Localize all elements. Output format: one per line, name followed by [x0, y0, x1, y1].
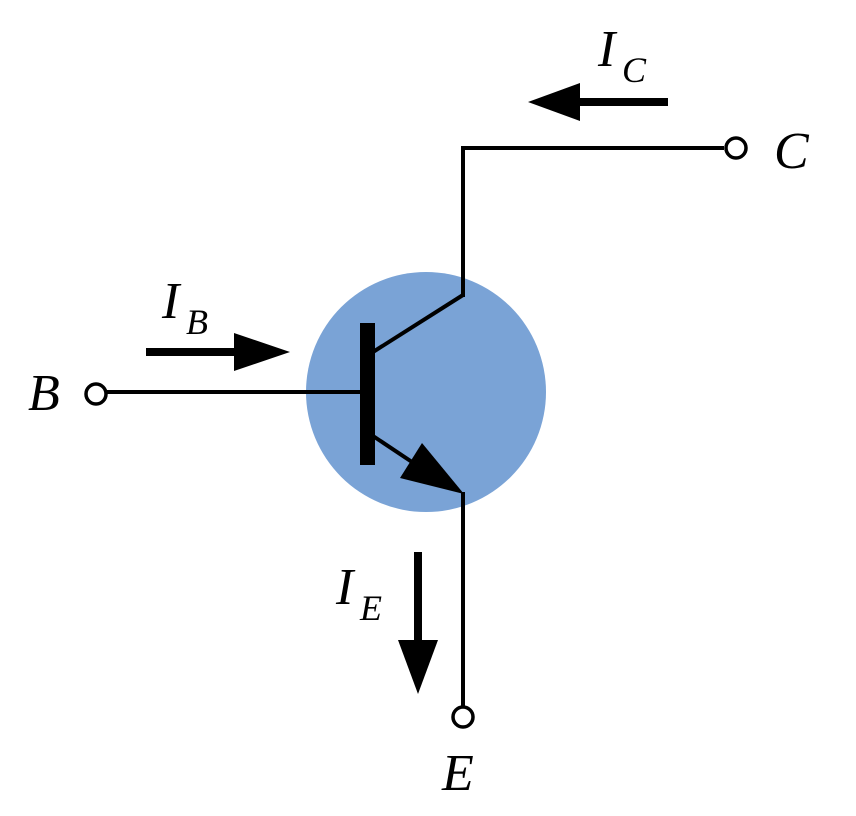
collector-terminal — [724, 136, 748, 160]
terminal-label-b: B — [28, 365, 60, 422]
base-current-arrow — [146, 333, 290, 371]
terminal-label-c: C — [774, 123, 810, 180]
svg-text:I: I — [597, 21, 618, 78]
collector-current-arrow — [528, 83, 668, 121]
emitter-terminal — [451, 705, 475, 729]
svg-text:E: E — [359, 588, 382, 628]
emitter-arrow — [400, 443, 464, 494]
base-current-label: I B — [161, 273, 208, 342]
emitter-current-arrow — [398, 552, 438, 694]
base-bar — [360, 323, 375, 465]
svg-text:I: I — [161, 273, 182, 330]
collector-junction — [371, 293, 465, 354]
collector-current-label: I C — [597, 21, 647, 90]
svg-text:B: B — [186, 302, 208, 342]
terminal-label-e: E — [441, 745, 474, 802]
base-terminal — [84, 382, 108, 406]
collector-lead — [461, 146, 724, 297]
svg-text:C: C — [622, 50, 647, 90]
emitter-junction — [371, 434, 420, 468]
emitter-current-label: I E — [335, 559, 382, 628]
svg-text:I: I — [335, 559, 356, 616]
